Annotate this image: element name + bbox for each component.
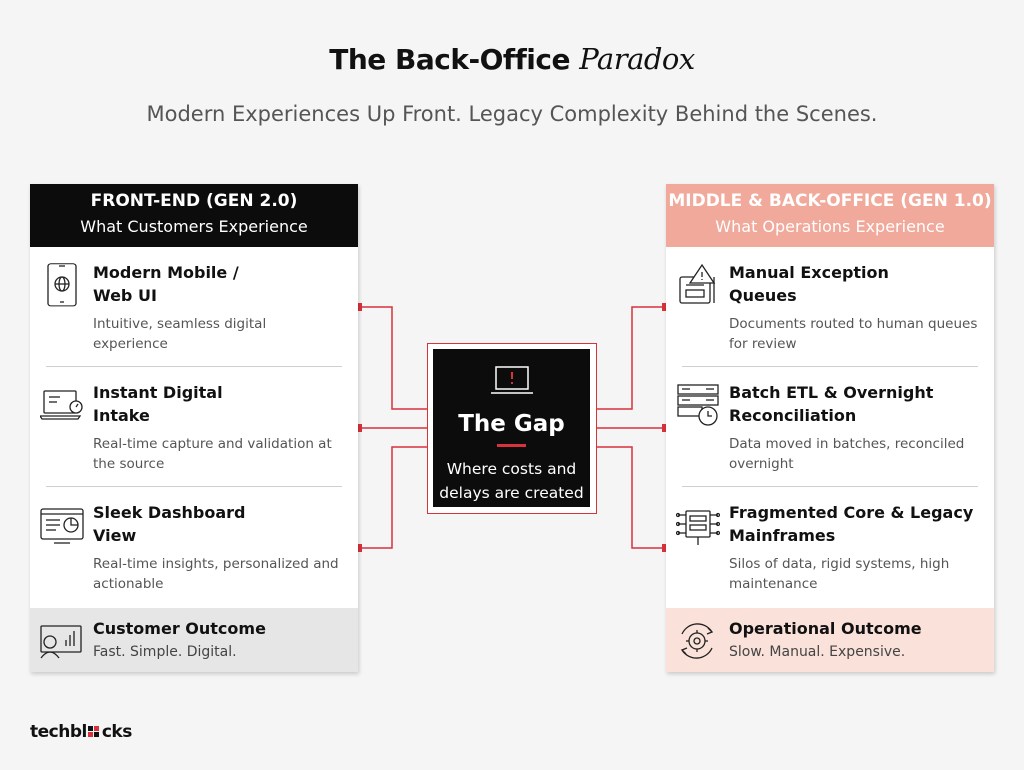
dashboard-icon [40,508,84,544]
back-office-heading: MIDDLE & BACK-OFFICE (GEN 1.0) [668,191,992,211]
divider [682,366,978,367]
divider [46,486,342,487]
title-italic: Paradox [579,42,695,76]
item-title: Modern Mobile /Web UI [93,263,239,305]
presenter-chart-icon [40,625,82,659]
front-end-header: FRONT-END (GEN 2.0) What Customers Exper… [30,184,358,247]
outcome-title: Operational Outcome [729,619,922,638]
outcome-description: Fast. Simple. Digital. [93,644,237,660]
title-main: The Back-Office [329,43,570,76]
outcome-description: Slow. Manual. Expensive. [729,644,906,660]
front-end-subheading: What Customers Experience [80,217,308,236]
laptop-timer-icon [40,390,83,420]
customer-outcome: Customer Outcome Fast. Simple. Digital. [30,608,358,672]
warning-document-icon [679,263,716,304]
front-end-item-mobile: Modern Mobile /Web UI Intuitive, seamles… [30,247,358,367]
item-description: Intuitive, seamless digital experience [93,316,267,352]
back-office-subheading: What Operations Experience [715,217,945,236]
chip-icon [676,510,720,545]
item-description: Documents routed to human queues for rev… [729,316,978,352]
logo-blocks-mark [87,726,99,737]
operational-outcome: Operational Outcome Slow. Manual. Expens… [666,608,994,672]
divider [46,366,342,367]
gap-title: The Gap [458,411,565,437]
front-end-panel: FRONT-END (GEN 2.0) What Customers Exper… [30,184,358,672]
page-subtitle: Modern Experiences Up Front. Legacy Comp… [146,102,878,126]
item-description: Silos of data, rigid systems, high maint… [729,556,950,592]
front-end-heading: FRONT-END (GEN 2.0) [90,191,298,211]
gear-cycle-icon [680,623,714,659]
server-clock-icon [677,384,719,426]
outcome-title: Customer Outcome [93,619,266,638]
item-description: Real-time insights, personalized and act… [93,556,339,592]
laptop-alert-icon [491,366,533,394]
item-description: Real-time capture and validation at the … [93,436,332,472]
mobile-globe-icon [47,263,77,307]
gap-accent-bar [497,444,526,447]
divider [682,486,978,487]
back-office-header: MIDDLE & BACK-OFFICE (GEN 1.0) What Oper… [666,184,994,247]
item-description: Data moved in batches, reconciled overni… [729,436,965,472]
back-office-panel: MIDDLE & BACK-OFFICE (GEN 1.0) What Oper… [666,184,994,672]
page-title: The Back-Office Paradox [0,42,1024,76]
